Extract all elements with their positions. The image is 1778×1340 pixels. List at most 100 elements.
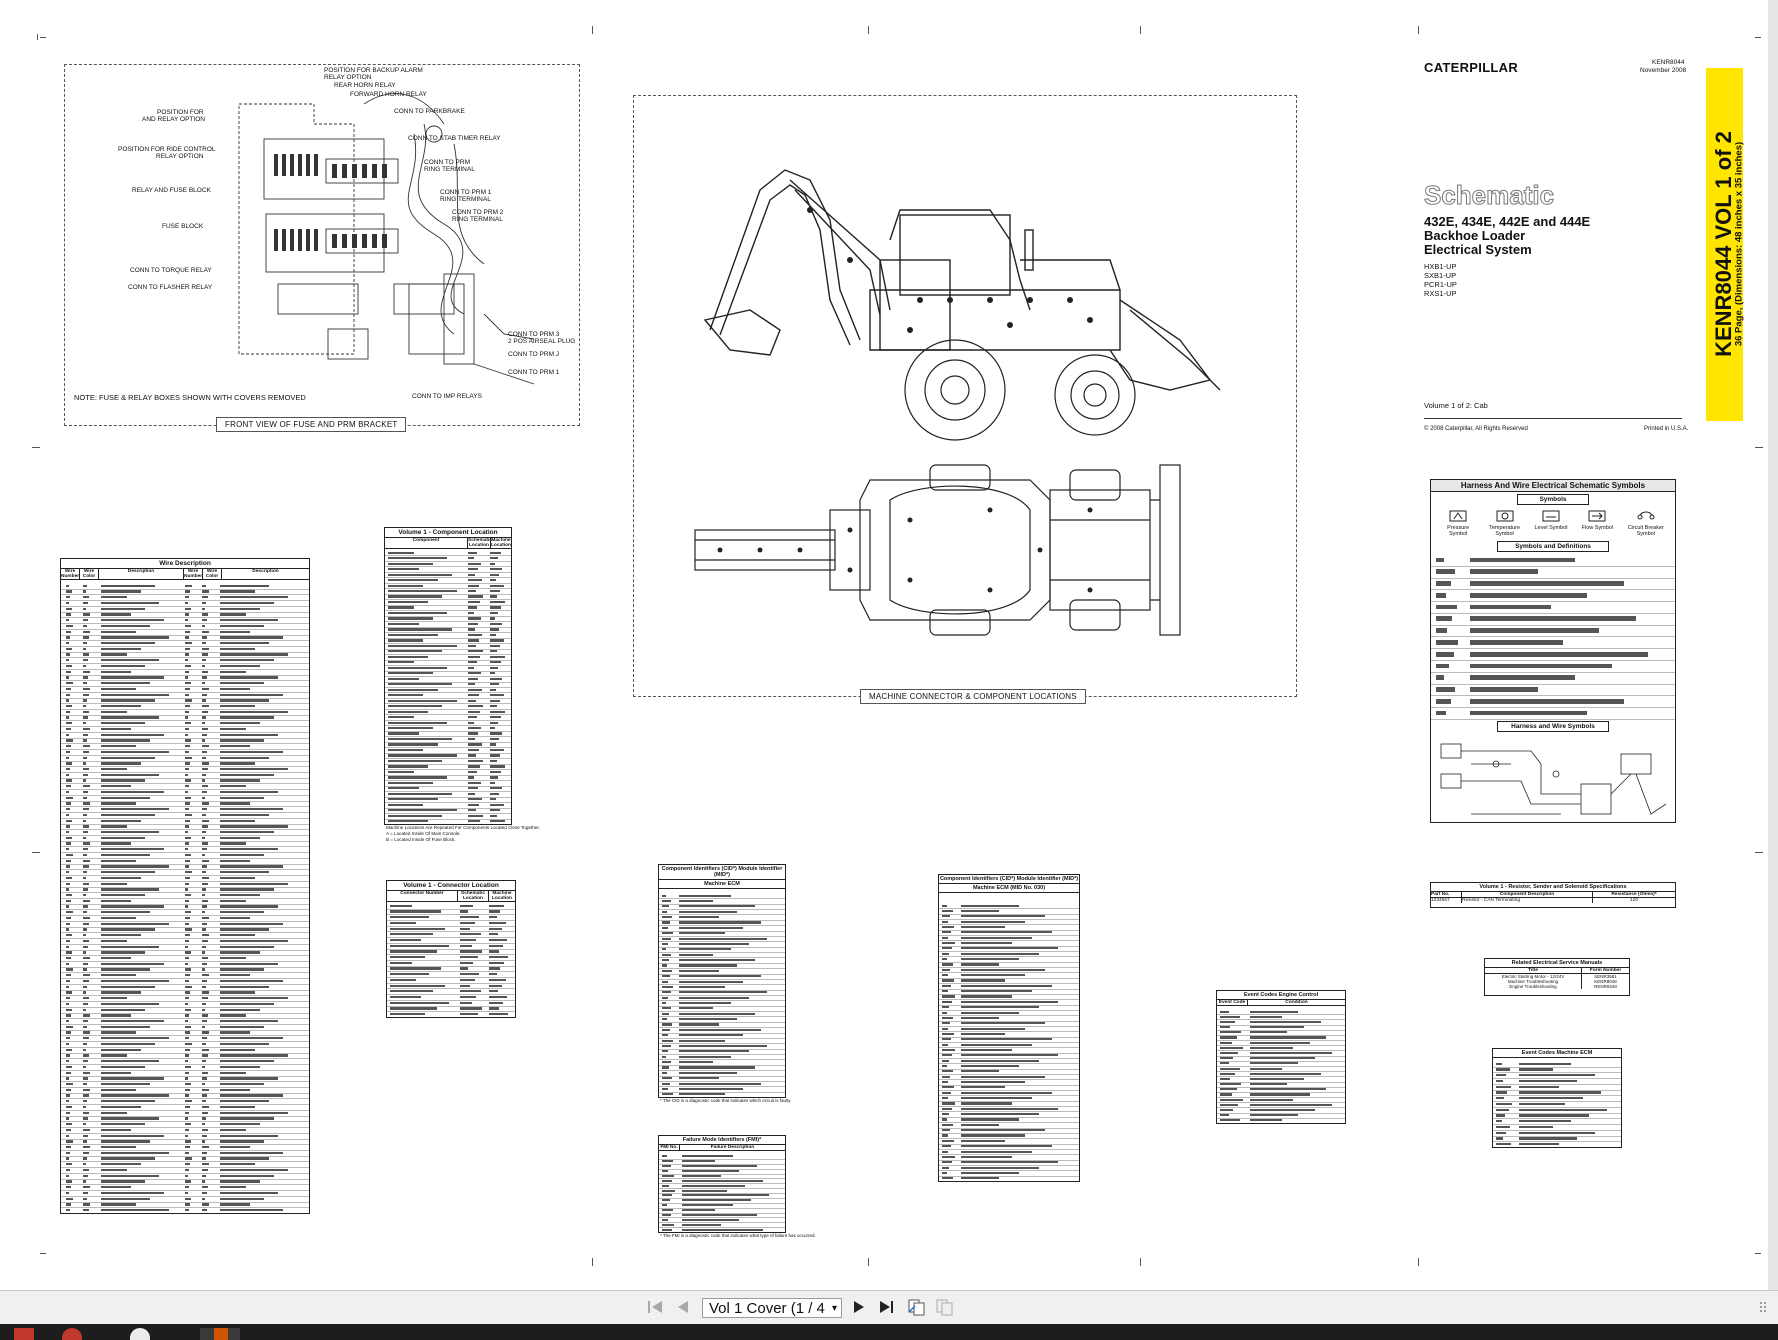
table-row bbox=[61, 1116, 309, 1123]
first-page-button[interactable] bbox=[644, 1297, 666, 1317]
table-row bbox=[939, 1010, 1079, 1017]
table-row bbox=[61, 783, 309, 791]
table-row bbox=[1217, 1035, 1345, 1042]
cid-table: Component Identifiers (CID*) Module Iden… bbox=[658, 864, 786, 1098]
table-row bbox=[61, 715, 309, 722]
table-row bbox=[385, 720, 511, 727]
table-row bbox=[61, 583, 309, 590]
fuse-label: CONN TO FLASHER RELAY bbox=[128, 284, 213, 291]
table-row bbox=[385, 791, 511, 798]
table-row bbox=[387, 954, 515, 961]
table-row bbox=[1217, 1076, 1345, 1083]
table-row bbox=[61, 720, 309, 728]
previous-page-button[interactable] bbox=[672, 1297, 694, 1317]
table-row bbox=[61, 703, 309, 710]
next-page-button[interactable] bbox=[848, 1297, 870, 1317]
taskbar-app-icon[interactable] bbox=[130, 1328, 150, 1340]
table-row bbox=[659, 952, 785, 959]
table-row bbox=[61, 594, 309, 602]
table-row bbox=[659, 1174, 785, 1180]
table-row bbox=[939, 1165, 1079, 1172]
table-row bbox=[61, 835, 309, 842]
connector-location-title: Volume 1 - Connector Location bbox=[387, 881, 515, 891]
table-row bbox=[387, 960, 515, 967]
table-row bbox=[939, 1015, 1079, 1022]
table-row bbox=[659, 1000, 785, 1007]
table-row bbox=[61, 1053, 309, 1060]
table-row bbox=[385, 736, 511, 743]
table-row bbox=[61, 967, 309, 974]
table-row bbox=[385, 692, 511, 699]
grip-icon bbox=[1760, 1302, 1766, 1312]
caterpillar-logo: CATERPILLAR bbox=[1424, 60, 1519, 75]
last-page-icon bbox=[880, 1301, 893, 1313]
table-row bbox=[1217, 1066, 1345, 1073]
connector-rows bbox=[387, 903, 515, 1017]
table-row bbox=[1431, 625, 1675, 638]
table-row bbox=[939, 1005, 1079, 1011]
vertical-scrollbar[interactable] bbox=[1768, 0, 1778, 1290]
thumbnails-button[interactable] bbox=[934, 1297, 956, 1317]
table-row bbox=[659, 1033, 785, 1039]
table-row bbox=[61, 612, 309, 619]
fuse-label: RING TERMINAL bbox=[452, 216, 503, 223]
table-row bbox=[61, 978, 309, 985]
table-row bbox=[61, 755, 309, 762]
table-row bbox=[1493, 1113, 1621, 1120]
table-row bbox=[659, 984, 785, 991]
fuse-label: CONN TO PRM 3 bbox=[508, 331, 560, 338]
fuse-label: POSITION FOR BACKUP ALARM bbox=[324, 67, 423, 74]
table-row bbox=[385, 616, 511, 623]
machine-panel-caption: MACHINE CONNECTOR & COMPONENT LOCATIONS bbox=[860, 689, 1086, 704]
page-layout-button[interactable] bbox=[906, 1297, 928, 1317]
table-row bbox=[1217, 1014, 1345, 1021]
resistor-spec-table: Volume 1 - Resistor, Sender and Solenoid… bbox=[1430, 882, 1676, 908]
fuse-label: CONN TO IMP RELAYS bbox=[412, 393, 482, 400]
table-row bbox=[659, 1213, 785, 1219]
table-row bbox=[385, 769, 511, 776]
taskbar-app-icon[interactable] bbox=[14, 1328, 34, 1340]
fuse-label: REAR HORN RELAY bbox=[334, 82, 396, 89]
table-row bbox=[61, 772, 309, 779]
taskbar-app-icon[interactable] bbox=[214, 1328, 228, 1340]
table-row bbox=[659, 1049, 785, 1056]
last-page-button[interactable] bbox=[876, 1297, 898, 1317]
table-row bbox=[1493, 1095, 1621, 1103]
table-row bbox=[659, 1076, 785, 1082]
taskbar-app-icon[interactable] bbox=[62, 1328, 82, 1340]
fuse-panel-caption: FRONT VIEW OF FUSE AND PRM BRACKET bbox=[216, 417, 407, 432]
table-row bbox=[659, 936, 785, 943]
chevron-down-icon: ▾ bbox=[831, 1303, 837, 1314]
table-row bbox=[61, 1081, 309, 1088]
table-row bbox=[659, 1154, 785, 1160]
table-row bbox=[385, 561, 511, 568]
table-row bbox=[939, 1160, 1079, 1166]
table-row bbox=[659, 909, 785, 916]
table-row bbox=[61, 892, 309, 899]
resize-grip[interactable] bbox=[1758, 1296, 1772, 1318]
table-row bbox=[387, 932, 515, 939]
table-row bbox=[939, 1085, 1079, 1092]
table-row bbox=[659, 1178, 785, 1185]
table-row bbox=[385, 731, 511, 738]
component-rows bbox=[385, 550, 511, 824]
event-codes-machine-table: Event Codes Machine ECM bbox=[1492, 1048, 1622, 1148]
table-row bbox=[61, 1167, 309, 1174]
table-row bbox=[61, 600, 309, 607]
page-layout-icon bbox=[908, 1299, 925, 1316]
fuse-label: RELAY OPTION bbox=[324, 74, 372, 81]
table-row bbox=[939, 1170, 1079, 1177]
table-row bbox=[385, 605, 511, 612]
table-row bbox=[939, 1079, 1079, 1086]
table-row bbox=[939, 1149, 1079, 1156]
table-row bbox=[61, 1202, 309, 1209]
table-row bbox=[385, 671, 511, 678]
table-row bbox=[61, 1121, 309, 1129]
table-row bbox=[659, 995, 785, 1002]
table-row bbox=[61, 743, 309, 751]
page-selector[interactable]: Vol 1 Cover (1 / 4 ▾ bbox=[702, 1298, 842, 1318]
table-row bbox=[659, 963, 785, 970]
table-row bbox=[659, 990, 785, 996]
table-row bbox=[387, 971, 515, 979]
table-row bbox=[385, 802, 511, 809]
